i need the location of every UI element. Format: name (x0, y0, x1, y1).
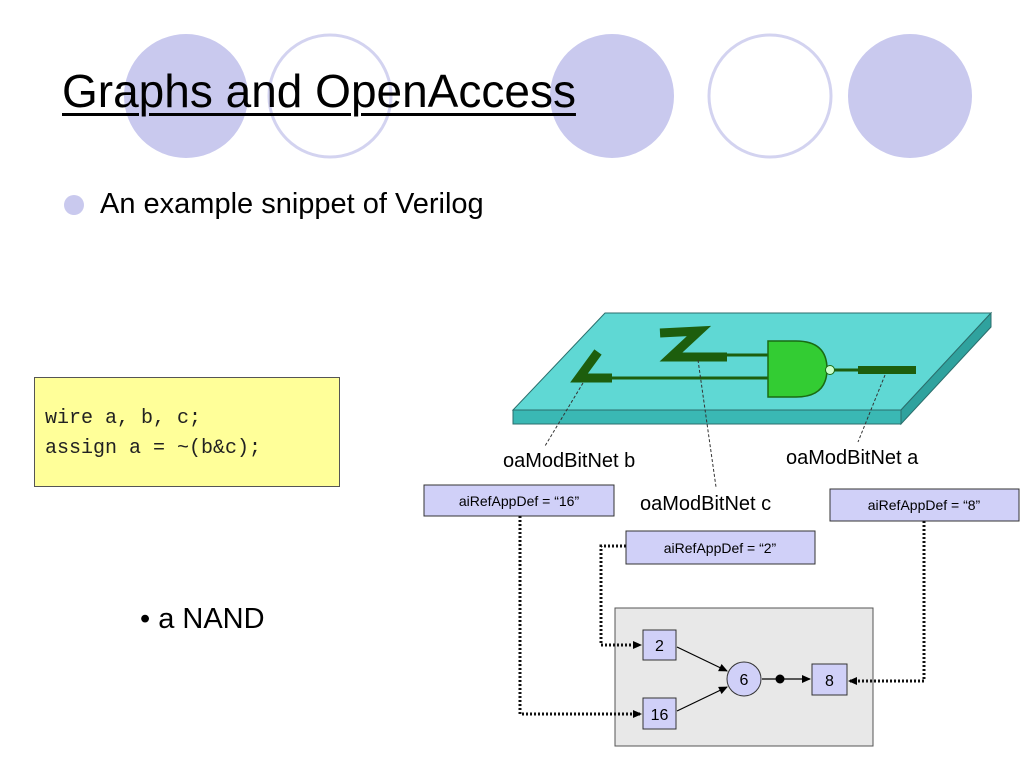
node-2-label: 2 (655, 638, 664, 655)
graph-node-16: 16 (642, 697, 677, 730)
deco-circle-1 (124, 34, 248, 158)
appdef-c-text: aiRefAppDef = “2” (664, 540, 777, 556)
leader-b (544, 382, 584, 447)
deco-circle-3 (848, 34, 972, 158)
nand-inversion-bubble (825, 365, 835, 375)
edge-junction-dot (775, 674, 785, 684)
label-net-c: oaModBitNet c (640, 493, 771, 515)
graph-edges (676, 646, 811, 712)
sub-bullet-nand: • a NAND (140, 603, 265, 635)
edge-2-6 (676, 646, 728, 672)
appdef-b-text: aiRefAppDef = “16” (459, 493, 580, 509)
node-6-label: 6 (740, 672, 749, 689)
decorative-circles (124, 33, 972, 159)
deco-circle-2 (550, 34, 674, 158)
deco-ring-2 (707, 33, 833, 159)
leader-lines (544, 359, 886, 488)
code-line-1: wire a, b, c; (45, 407, 202, 430)
circuit-wires (570, 325, 916, 383)
connector-b (518, 516, 642, 718)
leader-a (857, 374, 886, 443)
label-net-b: oaModBitNet b (503, 450, 635, 472)
node-16-label: 16 (651, 707, 669, 724)
bullet-dot-icon (64, 194, 84, 215)
connector-c (599, 544, 642, 649)
dotted-connectors (518, 516, 926, 718)
page-title: Graphs and OpenAccess (62, 65, 576, 117)
appdef-a-text: aiRefAppDef = “8” (868, 497, 981, 513)
graph-node-2: 2 (642, 629, 677, 661)
wire-c (659, 325, 727, 362)
nand-gate (767, 340, 835, 398)
code-line-2: assign a = ~(b&c); (45, 437, 262, 460)
node-8-label: 8 (825, 673, 834, 690)
graph-node-8: 8 (811, 663, 848, 696)
appdef-box-a: aiRefAppDef = “8” (829, 488, 1020, 522)
board-side (900, 311, 992, 426)
bullet-text: An example snippet of Verilog (100, 188, 484, 220)
appdef-box-c: aiRefAppDef = “2” (625, 530, 816, 565)
connector-a (848, 521, 926, 685)
wire-b (570, 349, 612, 383)
nand-gate-body (767, 340, 828, 398)
label-net-a: oaModBitNet a (786, 447, 919, 469)
circuit-board (511, 311, 993, 426)
graph-node-6: 6 (726, 661, 762, 697)
leader-c (697, 359, 717, 488)
deco-ring-1 (267, 33, 393, 159)
edge-16-6 (676, 686, 728, 712)
bullet-item: An example snippet of Verilog (64, 188, 484, 221)
appdef-box-b: aiRefAppDef = “16” (423, 484, 615, 517)
verilog-code-box: wire a, b, c; assign a = ~(b&c); (34, 377, 340, 487)
